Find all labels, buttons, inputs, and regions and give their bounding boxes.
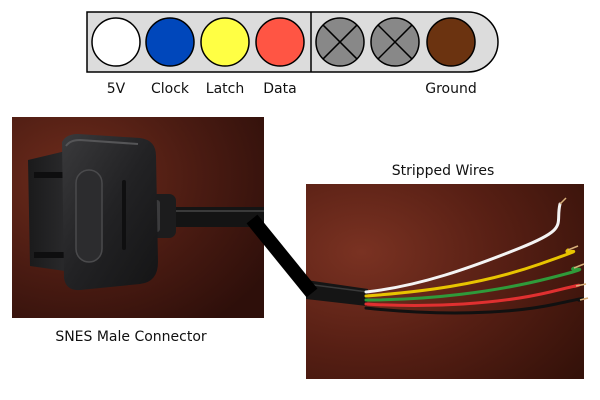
pin-clock — [146, 18, 194, 66]
wires-photo: Stripped Wires — [306, 163, 588, 379]
wires-photo-caption: Stripped Wires — [392, 163, 495, 179]
pin-label-5v: 5V — [107, 81, 126, 97]
pin-latch — [201, 18, 249, 66]
plug-emboss — [76, 170, 102, 262]
wires-photo-background — [306, 184, 584, 379]
pin-ground — [427, 18, 475, 66]
pin-label-latch: Latch — [206, 81, 244, 97]
connector-pinout: 5V Clock Latch Data Ground — [87, 12, 498, 97]
pin-data — [256, 18, 304, 66]
connector-photo: SNES Male Connector — [12, 117, 264, 345]
pin-label-ground: Ground — [425, 81, 477, 97]
connector-photo-caption: SNES Male Connector — [55, 329, 207, 345]
pin-label-data: Data — [263, 81, 296, 97]
pin-5v — [92, 18, 140, 66]
pin-label-clock: Clock — [151, 81, 190, 97]
